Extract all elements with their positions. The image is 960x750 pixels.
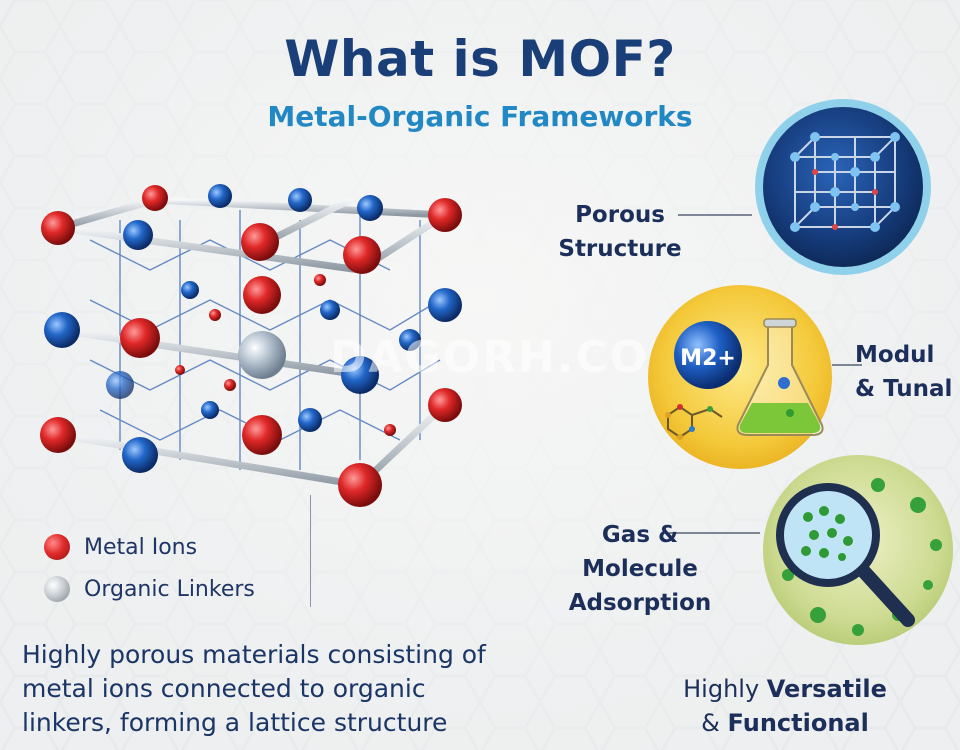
- legend-organic-linkers: Organic Linkers: [44, 576, 255, 602]
- flask-icon: [736, 318, 824, 436]
- versatile-amp: &: [701, 709, 720, 737]
- blue-nodes: [44, 184, 462, 473]
- feature-modular-line1: Modul: [855, 342, 935, 368]
- grey-dot-icon: [44, 576, 70, 602]
- mini-lattice-red-nodes: [812, 169, 878, 230]
- gas-molecules: [782, 478, 942, 636]
- description-text: Highly porous materials consisting of me…: [22, 640, 486, 737]
- modular-tunable-circle: M2+: [648, 285, 832, 469]
- gas-adsorption-circle: [763, 455, 953, 645]
- feature-gas-line2: Molecule: [582, 556, 698, 582]
- watermark-text: DAGORH.COM: [330, 332, 695, 383]
- functional-bold: Functional: [727, 709, 869, 737]
- feature-gas-label: Gas & Molecule Adsorption: [555, 518, 725, 620]
- red-dot-icon: [44, 534, 70, 560]
- legend-organic-linkers-label: Organic Linkers: [84, 576, 255, 602]
- metal-ion-ball-icon: [674, 321, 742, 389]
- red-metal-ions: [40, 185, 462, 507]
- magnifier-icon: [776, 483, 915, 627]
- page-subtitle: Metal-Organic Frameworks: [267, 100, 693, 133]
- versatile-prefix: Highly: [683, 675, 760, 703]
- feature-gas-line1: Gas &: [601, 522, 679, 548]
- molecule-nodes: [665, 404, 713, 440]
- legend-metal-ions: Metal Ions: [44, 534, 197, 560]
- feature-modular-line2: & Tunal: [855, 376, 953, 402]
- porous-structure-circle: [755, 99, 931, 275]
- feature-gas-line3: Adsorption: [568, 590, 712, 616]
- mof-lattice-illustration: [40, 184, 462, 507]
- versatile-tagline: Highly Versatile & Functional: [650, 672, 920, 740]
- feature-porous-line1: Porous: [575, 202, 665, 228]
- versatile-bold: Versatile: [766, 675, 887, 703]
- feature-porous-line2: Structure: [558, 236, 682, 262]
- feature-porous-label: Porous Structure: [545, 198, 695, 266]
- mini-lattice-nodes: [790, 132, 900, 232]
- legend-metal-ions-label: Metal Ions: [84, 534, 198, 560]
- linker-node: [238, 331, 286, 379]
- divider-line: [310, 495, 311, 607]
- metal-ion-badge: M2+: [680, 346, 736, 371]
- page-title: What is MOF?: [284, 30, 676, 88]
- feature-modular-label: Modul & Tunal: [855, 338, 960, 406]
